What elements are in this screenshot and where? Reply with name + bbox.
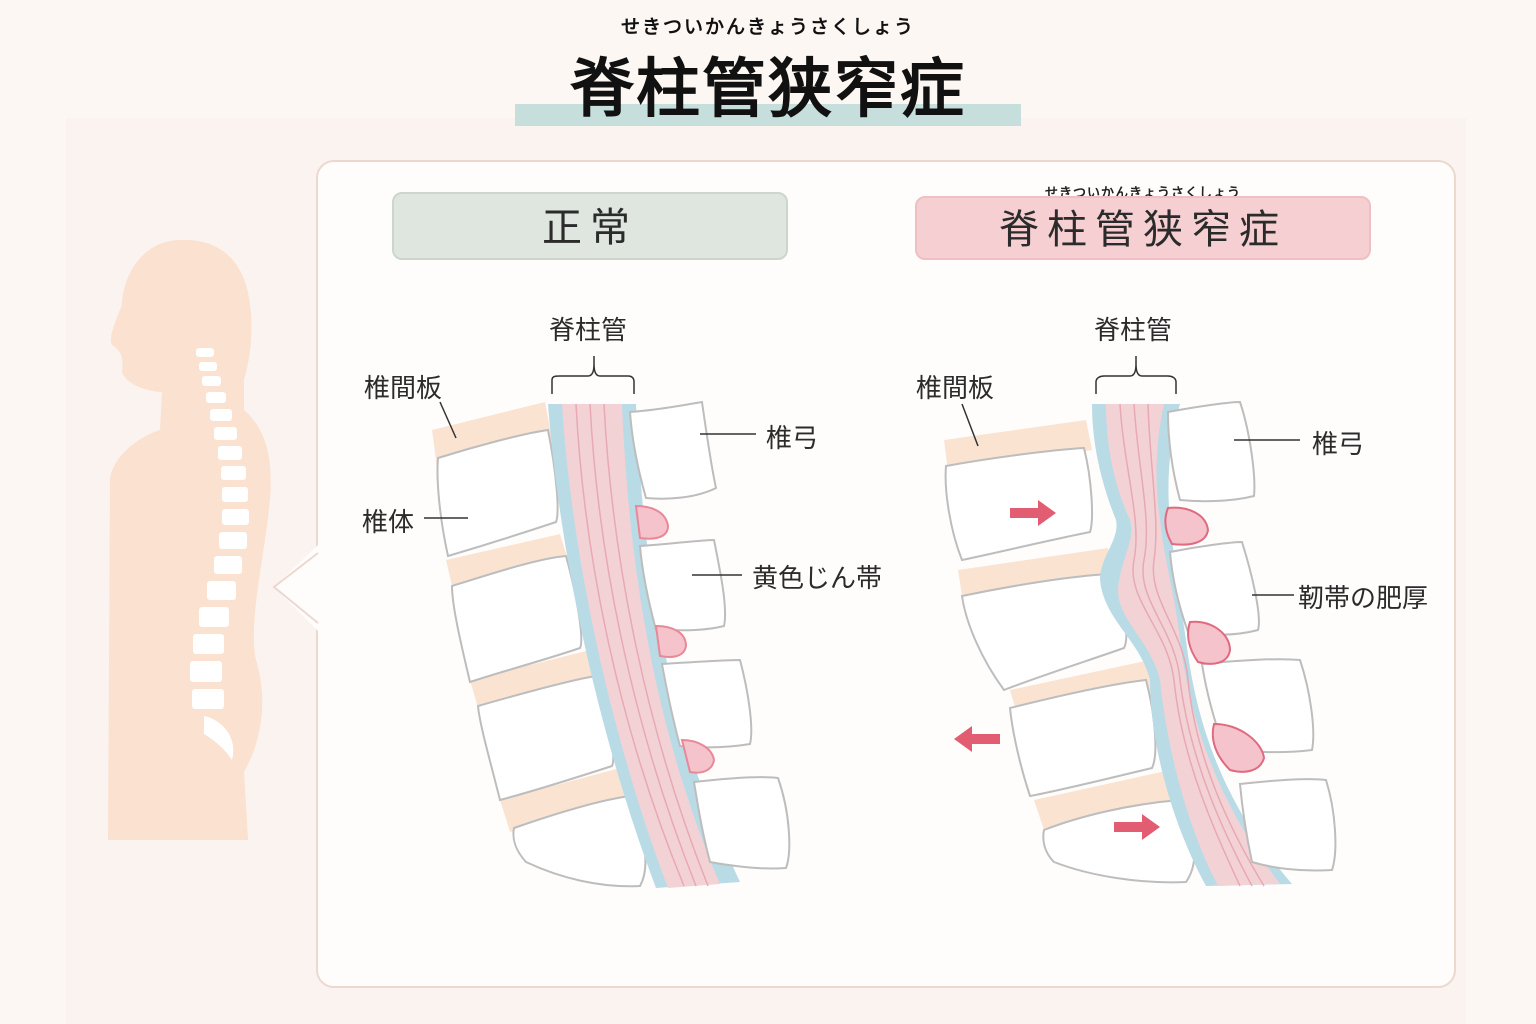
normal-label-ligament: 黄色じん帯	[752, 558, 882, 595]
normal-label-disc: 椎間板	[364, 368, 442, 405]
normal-label-spinal-canal: 脊柱管	[549, 310, 627, 347]
stenosis-label-spinal-canal: 脊柱管	[1094, 310, 1172, 347]
stenosis-spine-diagram	[944, 356, 1335, 886]
normal-label-vertebral-body: 椎体	[362, 502, 414, 539]
stenosis-label-ligament-thickening: 靭帯の肥厚	[1298, 578, 1428, 615]
stenosis-label-vertebral-arch: 椎弓	[1312, 424, 1364, 461]
stenosis-label-disc: 椎間板	[916, 368, 994, 405]
arrow-left-icon	[954, 726, 1000, 752]
normal-label-vertebral-arch: 椎弓	[766, 418, 818, 455]
normal-spine-diagram	[424, 356, 789, 888]
